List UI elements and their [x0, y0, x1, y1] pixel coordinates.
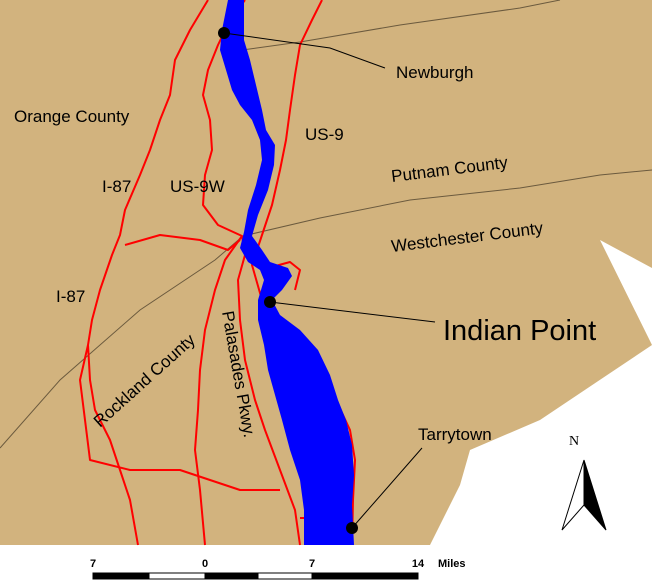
road-i87: [87, 0, 209, 546]
marker-newburgh[interactable]: [218, 27, 230, 39]
leader-newburgh: [223, 32, 386, 69]
scale-segment-3: [204, 572, 259, 580]
boundary-putnam-westchester: [242, 169, 652, 237]
scale-segment-4: [257, 572, 313, 580]
leader-lines: [223, 32, 436, 529]
scale-label-7-left: 7: [90, 558, 96, 570]
north-label: N: [569, 434, 579, 449]
scale-label-0: 0: [202, 558, 208, 570]
label-newburgh: Newburgh: [396, 63, 474, 82]
boundary-orange-rockland: [0, 235, 244, 449]
marker-indian-point[interactable]: [264, 296, 276, 308]
scale-label-7-right: 7: [309, 558, 315, 570]
road-us9: [251, 0, 356, 546]
scale-segment-5: [311, 572, 419, 580]
scale-segment-2: [148, 572, 206, 580]
north-arrow-right-half: [583, 459, 607, 531]
label-indian-point: Indian Point: [443, 315, 596, 347]
scale-bar: 7 0 7 14 Miles: [90, 558, 466, 580]
road-us9w: [202, 0, 301, 546]
leader-tarrytown: [351, 447, 423, 529]
label-tarrytown: Tarrytown: [418, 425, 492, 444]
label-us9w: US-9W: [170, 177, 225, 196]
north-arrow-icon: N: [561, 434, 607, 531]
boundary-dutchess-putnam: [227, 0, 561, 53]
scale-label-14: 14: [412, 558, 425, 570]
label-i87-lower: I-87: [56, 287, 85, 306]
scale-unit: Miles: [438, 558, 466, 570]
label-i87-upper: I-87: [102, 177, 131, 196]
county-boundaries: [0, 0, 652, 449]
marker-tarrytown[interactable]: [346, 522, 358, 534]
scale-segment-1: [92, 572, 150, 580]
land-area: [0, 0, 652, 545]
hudson-river: [220, 0, 354, 545]
label-us9: US-9: [305, 125, 344, 144]
leader-indian-point: [269, 301, 436, 323]
road-rockland-loop: [79, 234, 280, 491]
label-orange-county: Orange County: [14, 107, 130, 126]
